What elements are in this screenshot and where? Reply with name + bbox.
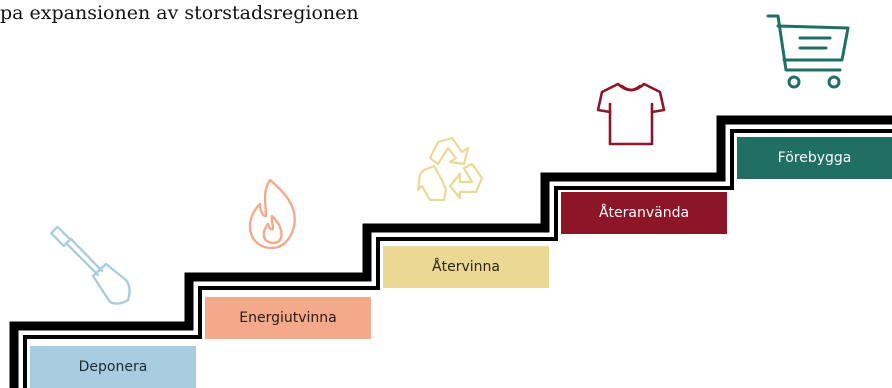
recycle-icon: [416, 136, 484, 202]
tshirt-icon: [596, 82, 666, 146]
step-label-text: Återanvända: [598, 205, 690, 221]
step-deponera: Deponera: [30, 346, 196, 388]
step-label-text: Återvinna: [432, 259, 500, 275]
step-label-text: Energiutvinna: [239, 310, 337, 326]
page-title: pa expansionen av storstadsregionen: [0, 2, 359, 24]
shopping-cart-icon: [766, 14, 850, 89]
step-ateranvanda: Återanvända: [561, 192, 727, 234]
step-label-text: Förebygga: [777, 150, 852, 166]
step-forebygga: Förebygga: [737, 137, 892, 179]
step-atervinna: Återvinna: [383, 246, 549, 288]
step-energiutvinna: Energiutvinna: [205, 297, 371, 339]
shovel-icon: [49, 226, 131, 305]
step-label-text: Deponera: [78, 359, 148, 375]
flame-icon: [248, 178, 296, 250]
